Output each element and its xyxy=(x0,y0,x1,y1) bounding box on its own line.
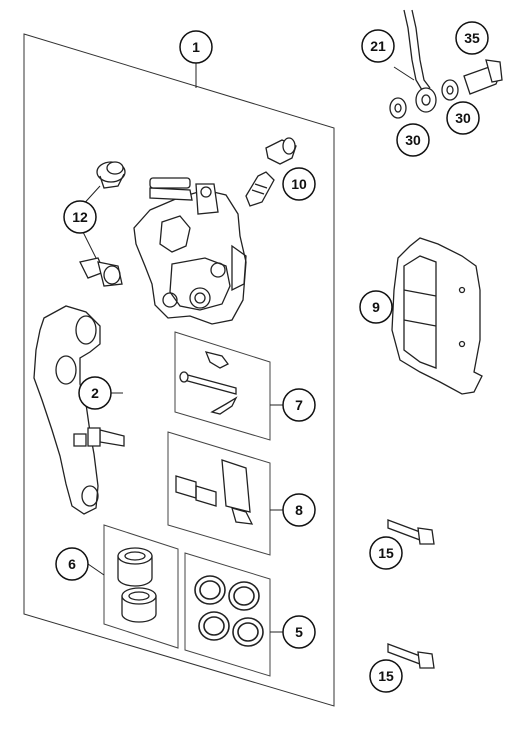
svg-text:21: 21 xyxy=(370,38,386,54)
piston-box xyxy=(103,524,179,649)
callout-6: 6 xyxy=(55,547,89,581)
svg-text:2: 2 xyxy=(91,385,99,401)
callout-10: 10 xyxy=(282,167,316,201)
svg-text:9: 9 xyxy=(372,299,380,315)
hose-banjo-illustration xyxy=(389,9,503,119)
callout-8: 8 xyxy=(282,493,316,527)
seal-kit-box xyxy=(184,552,271,677)
callout-21: 21 xyxy=(361,29,395,63)
spring-kit-box xyxy=(167,431,271,556)
bracket-illustration xyxy=(33,305,125,515)
svg-text:6: 6 xyxy=(68,556,76,572)
callout-15-upper: 15 xyxy=(369,536,403,570)
caliper-body-illustration xyxy=(133,177,247,325)
leader-lines xyxy=(79,63,415,633)
svg-text:10: 10 xyxy=(291,176,307,192)
part-12-illustration xyxy=(79,161,126,287)
callout-12: 12 xyxy=(63,200,97,234)
svg-text:35: 35 xyxy=(464,30,480,46)
pin-kit-box xyxy=(174,331,271,441)
part-15-bolt-upper xyxy=(387,519,435,545)
svg-text:15: 15 xyxy=(378,545,394,561)
callout-30-right: 30 xyxy=(446,101,480,135)
part-15-bolt-lower xyxy=(387,643,435,669)
callout-30-left: 30 xyxy=(396,123,430,157)
svg-text:1: 1 xyxy=(192,39,200,55)
callout-5: 5 xyxy=(282,615,316,649)
part-10-illustration xyxy=(245,137,297,207)
callout-7: 7 xyxy=(282,388,316,422)
svg-text:7: 7 xyxy=(295,397,303,413)
svg-text:5: 5 xyxy=(295,624,303,640)
callout-35: 35 xyxy=(455,21,489,55)
callout-9: 9 xyxy=(359,290,393,324)
caliper-assembly-outline xyxy=(23,33,335,707)
svg-text:15: 15 xyxy=(378,668,394,684)
callout-1: 1 xyxy=(179,30,213,64)
callout-2: 2 xyxy=(78,376,112,410)
svg-text:30: 30 xyxy=(455,110,471,126)
part-5-illustration xyxy=(194,575,264,647)
svg-text:12: 12 xyxy=(72,209,88,225)
part-9-illustration xyxy=(391,237,483,395)
part-6-illustration xyxy=(117,547,157,623)
part-7-illustration xyxy=(179,351,238,415)
svg-text:30: 30 xyxy=(405,132,421,148)
callout-15-lower: 15 xyxy=(369,659,403,693)
part-8-illustration xyxy=(175,459,254,525)
svg-text:8: 8 xyxy=(295,502,303,518)
